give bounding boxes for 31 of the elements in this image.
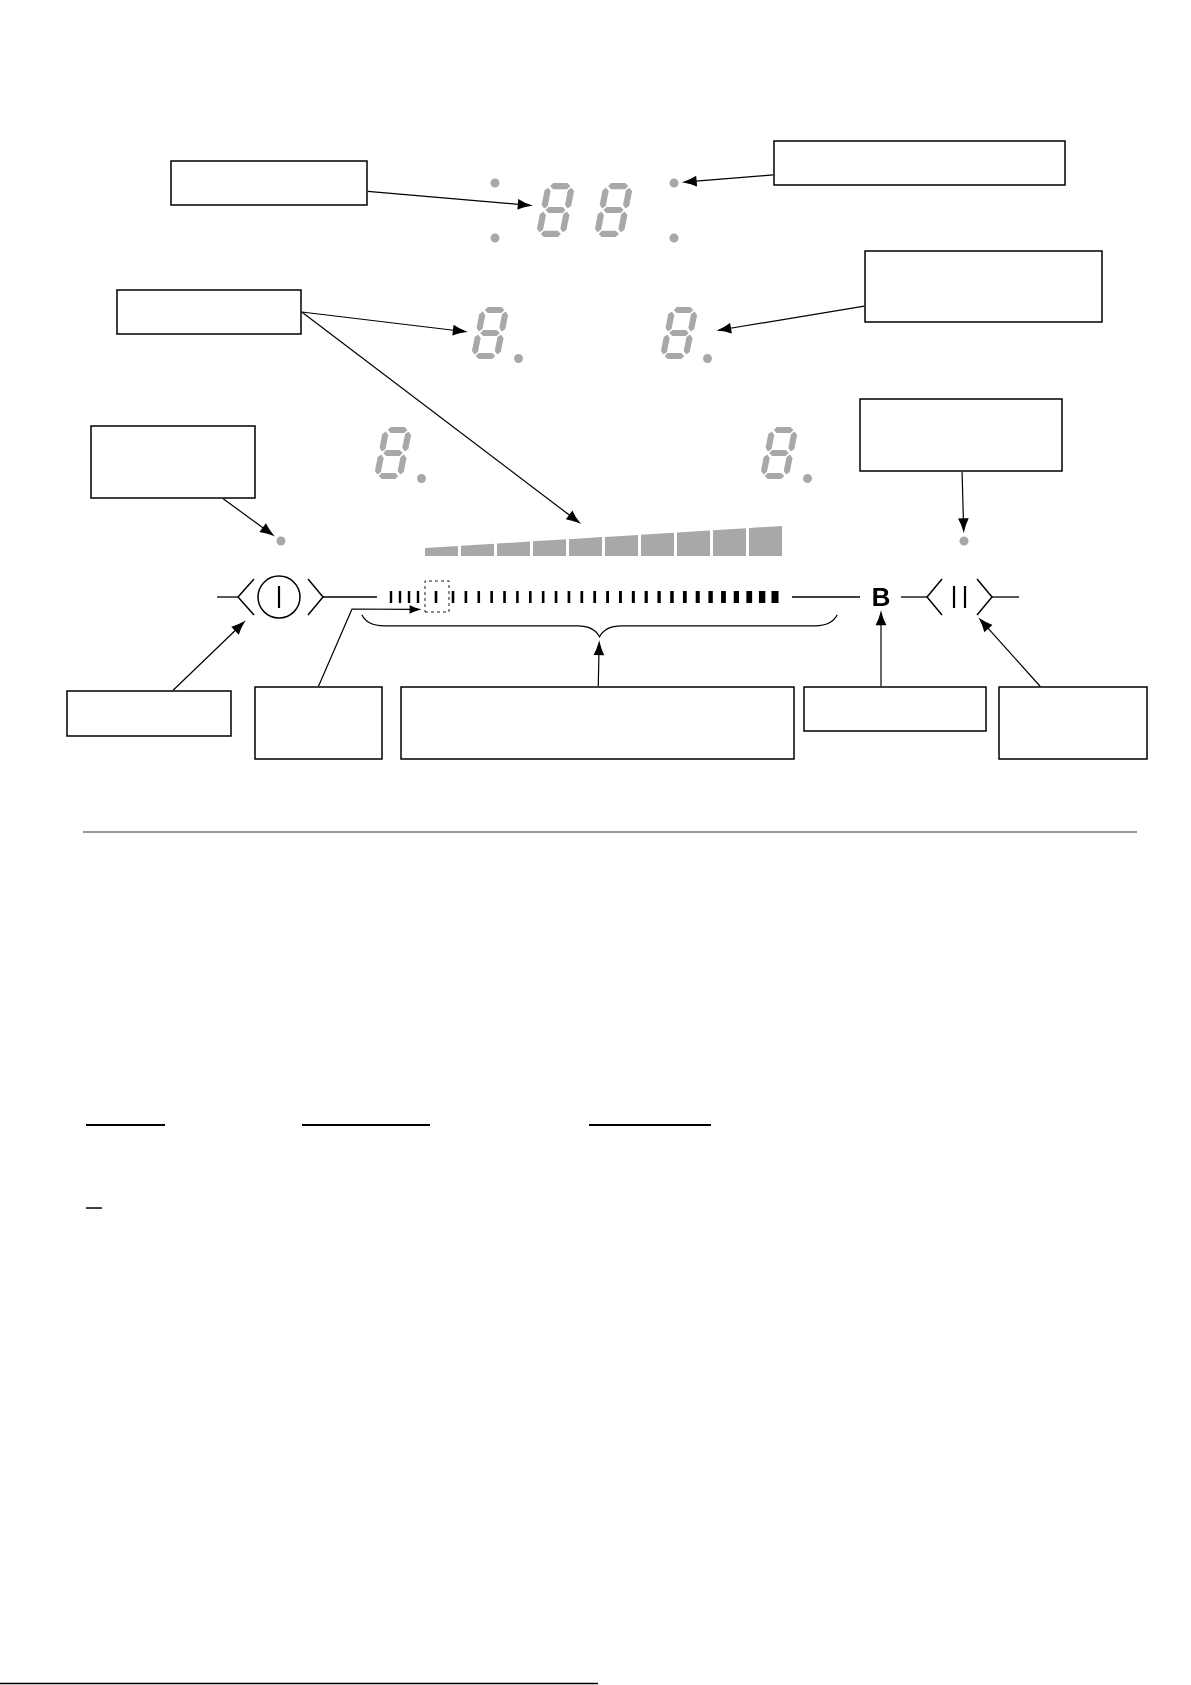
arrow: [875, 612, 887, 687]
callout-box: [400, 686, 795, 760]
callout-box: [803, 686, 987, 732]
callout-box: [254, 686, 383, 760]
callout-box: [864, 250, 1103, 323]
arrow: [222, 498, 274, 536]
arrow: [367, 190, 531, 210]
arrow: [718, 305, 865, 334]
seven-segment-display: [471, 307, 523, 363]
callout-box: [170, 160, 368, 206]
callout-box: [998, 686, 1148, 760]
arrow: [317, 605, 420, 687]
dashed-selection-box: [424, 580, 450, 613]
arrow: [301, 311, 466, 336]
callout-box: [773, 140, 1066, 186]
arrow: [301, 311, 580, 524]
pause-key-symbol: [900, 578, 1020, 616]
arrow: [683, 174, 774, 187]
on-off-key-symbol: [216, 575, 324, 619]
arrow: [979, 618, 1041, 687]
callout-box: [116, 289, 302, 335]
curly-brace: [361, 614, 838, 638]
seven-segment-display: [660, 307, 712, 363]
callout-box: [66, 690, 232, 737]
arrow: [172, 621, 245, 691]
seven-segment-display: [537, 183, 633, 237]
key-letter: B: [873, 588, 890, 606]
callout-box: [859, 398, 1063, 472]
callout-box: [90, 425, 256, 499]
arrow: [958, 471, 969, 532]
arrow: [593, 642, 604, 687]
